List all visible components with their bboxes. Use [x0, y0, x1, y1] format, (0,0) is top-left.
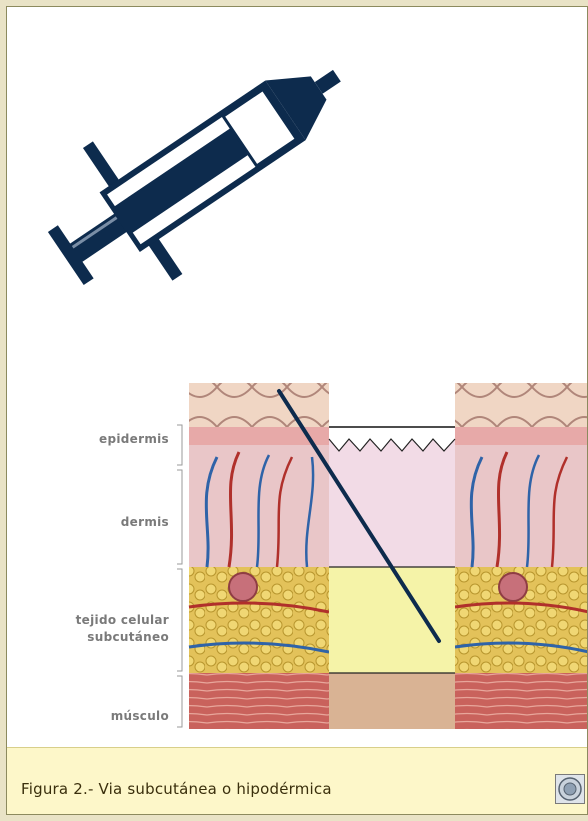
institution-seal-icon: [555, 774, 585, 804]
layer-schematic-window: [329, 383, 455, 729]
caption-bar: Figura 2.- Via subcutánea o hipodérmica: [7, 747, 588, 815]
label-epidermis: epidermis: [99, 432, 169, 446]
figure-frame: epidermis dermis tejido celular subcután…: [6, 6, 588, 815]
label-muscle: músculo: [111, 709, 169, 723]
injection-diagram: epidermis dermis tejido celular subcután…: [7, 7, 588, 747]
label-subcutaneous-line2: subcutáneo: [87, 630, 169, 644]
label-subcutaneous-line1: tejido celular: [76, 613, 169, 627]
label-dermis: dermis: [121, 515, 169, 529]
layer-brackets: [177, 425, 182, 727]
skin-cross-section-right: [455, 383, 588, 729]
figure-caption: Figura 2.- Via subcutánea o hipodérmica: [21, 780, 332, 798]
